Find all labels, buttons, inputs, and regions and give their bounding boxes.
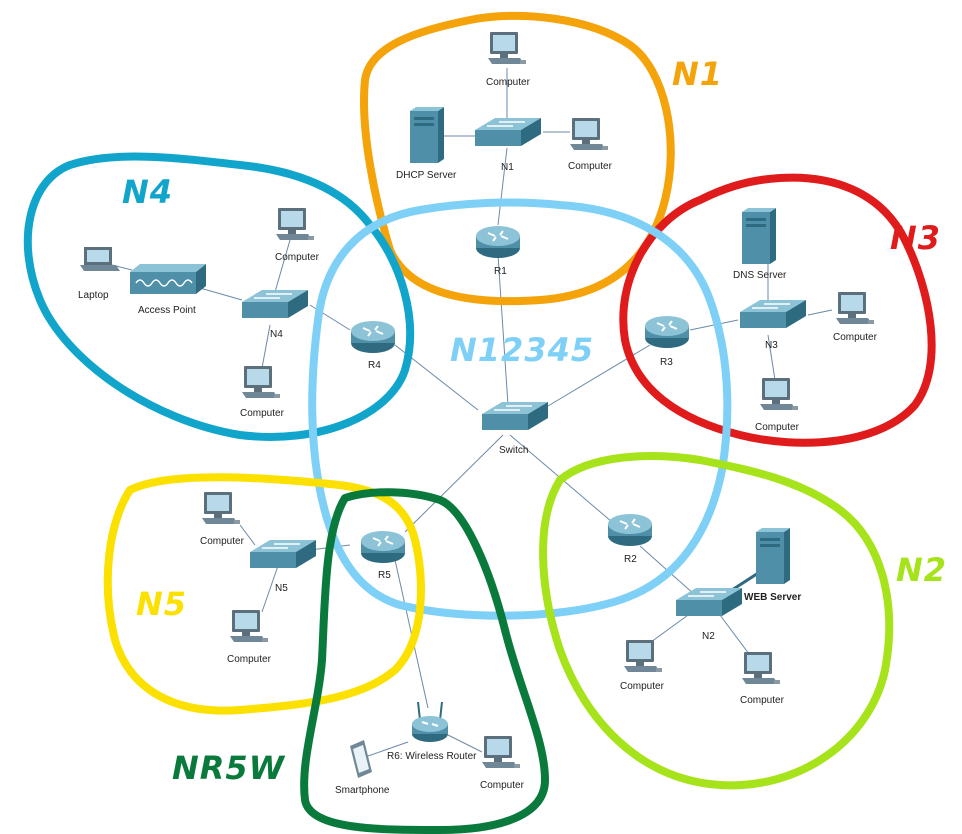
smartphone-label: Smartphone	[335, 785, 390, 796]
core-switch-label: Switch	[499, 445, 529, 456]
n12345-network-label: N12345	[450, 331, 595, 369]
router-r1-label: R1	[494, 266, 507, 277]
computer-icon[interactable]	[230, 610, 268, 642]
router-icon[interactable]	[644, 315, 690, 349]
switch-icon[interactable]	[249, 539, 317, 569]
switch-n4-label: N4	[270, 329, 283, 340]
router-icon[interactable]	[475, 225, 521, 259]
computer-icon[interactable]	[202, 492, 240, 524]
computer-label: Computer	[486, 77, 530, 88]
computer-icon[interactable]	[488, 32, 526, 64]
n12345-outline	[308, 198, 732, 620]
computer-label: Computer	[200, 536, 244, 547]
computer-icon[interactable]	[624, 640, 662, 672]
network-outlines	[23, 11, 936, 834]
router-icon[interactable]	[360, 530, 406, 564]
computer-label: Computer	[275, 252, 319, 263]
dhcp-server-label: DHCP Server	[396, 170, 457, 181]
dns-server-label: DNS Server	[733, 270, 787, 281]
computer-icon[interactable]	[760, 378, 798, 410]
switch-icon[interactable]	[474, 117, 542, 147]
router-icon[interactable]	[607, 513, 653, 547]
computer-icon[interactable]	[570, 118, 608, 150]
switch-icon[interactable]	[739, 299, 807, 329]
router-r5-label: R5	[378, 570, 391, 581]
router-r4-label: R4	[368, 360, 381, 371]
n5-outline	[103, 473, 425, 715]
laptop-label: Laptop	[78, 290, 109, 301]
computer-label: Computer	[240, 408, 284, 419]
computer-label: Computer	[755, 422, 799, 433]
n2-network-label: N2	[896, 551, 948, 589]
switch-icon[interactable]	[675, 587, 743, 617]
computer-label: Computer	[568, 161, 612, 172]
computer-label: Computer	[620, 681, 664, 692]
computer-icon[interactable]	[742, 652, 780, 684]
n3-network-label: N3	[890, 219, 942, 257]
router-icon[interactable]	[350, 320, 396, 354]
router-r2-label: R2	[624, 554, 637, 565]
laptop-icon[interactable]	[80, 247, 120, 271]
n5-network-label: N5	[136, 585, 188, 623]
computer-label: Computer	[227, 654, 271, 665]
router-r3-label: R3	[660, 357, 673, 368]
computer-icon[interactable]	[242, 366, 280, 398]
access-point-label: Access Point	[138, 305, 196, 316]
server-icon[interactable]	[756, 528, 790, 584]
switch-n1-label: N1	[501, 162, 514, 173]
nr5w-network-label: NR5W	[172, 749, 285, 787]
switch-icon[interactable]	[481, 401, 549, 431]
n4-outline	[23, 152, 415, 441]
server-icon[interactable]	[410, 107, 444, 163]
computer-icon[interactable]	[836, 292, 874, 324]
n1-network-label: N1	[672, 55, 724, 93]
switch-n5-label: N5	[275, 583, 288, 594]
switch-n2-label: N2	[702, 631, 715, 642]
n2-outline	[539, 452, 894, 790]
wireless-router-icon[interactable]	[411, 701, 449, 743]
access-point-icon[interactable]	[129, 263, 207, 295]
smartphone-icon[interactable]	[350, 740, 372, 778]
computer-icon[interactable]	[482, 736, 520, 768]
n1-outline	[360, 11, 675, 306]
server-icon[interactable]	[742, 208, 776, 264]
switch-n3-label: N3	[765, 340, 778, 351]
computer-label: Computer	[833, 332, 877, 343]
computer-icon[interactable]	[276, 208, 314, 240]
computer-label: Computer	[480, 780, 524, 791]
n3-outline	[619, 173, 936, 447]
nr5w-outline	[300, 488, 549, 834]
wireless-router-label: R6: Wireless Router	[387, 751, 477, 762]
switch-icon[interactable]	[241, 289, 309, 319]
n4-network-label: N4	[122, 173, 174, 211]
computer-label: Computer	[740, 695, 784, 706]
web-server-label: WEB Server	[744, 592, 802, 603]
